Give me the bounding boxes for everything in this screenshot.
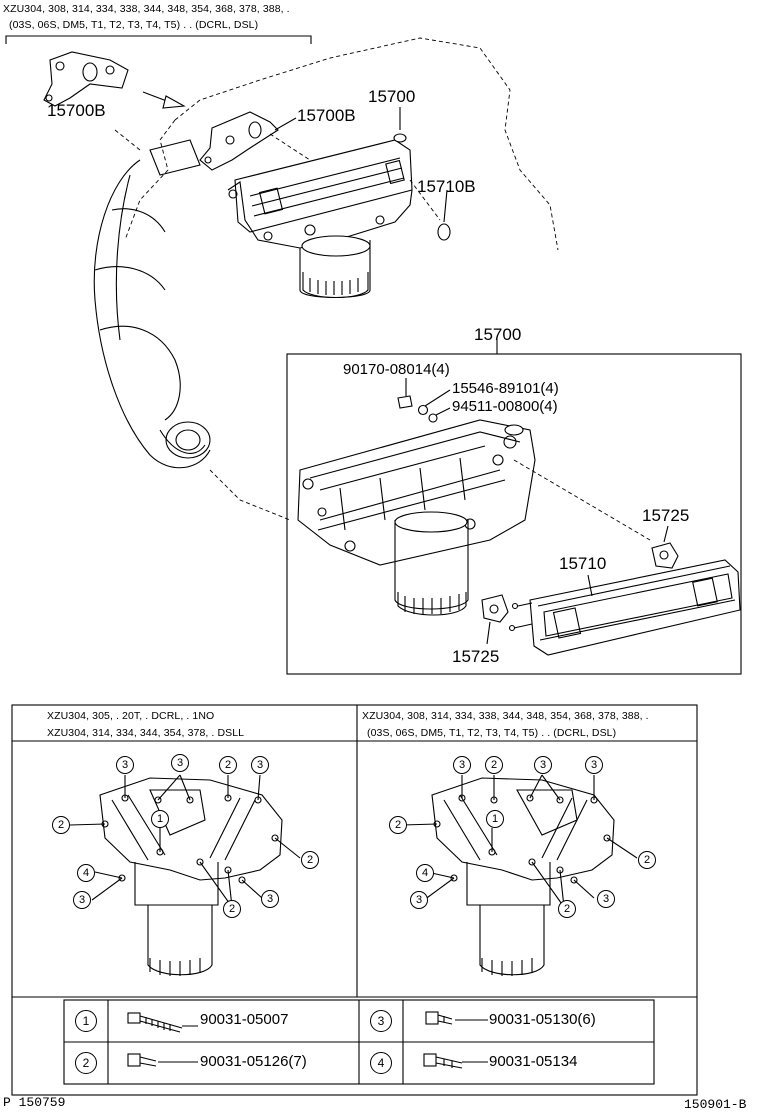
variant-drawing-right: [401, 774, 638, 976]
marker-3: 3: [410, 891, 428, 909]
marker-2: 2: [485, 756, 503, 774]
engine-outline: [93, 37, 559, 521]
callout-15700-top: 15700: [368, 87, 416, 106]
marker-3: 3: [116, 756, 134, 774]
cooler-core-15710: [508, 559, 741, 656]
legend-bolt-2: [127, 1053, 157, 1067]
bracket-15700B-right: [199, 111, 297, 171]
legend-bolt-4: [423, 1053, 463, 1069]
legend-part-1: 90031-05007: [200, 1011, 289, 1028]
marker-3: 3: [597, 890, 615, 908]
footer-figure-code: 150901-B: [684, 1097, 747, 1112]
marker-4: 4: [77, 864, 95, 882]
marker-1: 1: [486, 810, 504, 828]
marker-1: 1: [151, 810, 169, 828]
marker-2: 2: [301, 851, 319, 869]
gasket-15725-lower: [481, 594, 509, 645]
hardware-small: [397, 378, 451, 423]
marker-3: 3: [534, 756, 552, 774]
callout-15700B-left: 15700B: [47, 101, 106, 120]
gasket-15725-upper: [651, 525, 679, 569]
assembly-box: [286, 353, 742, 675]
variant-right-line-1: XZU304, 308, 314, 334, 338, 344, 348, 35…: [362, 710, 649, 722]
oring-15710B: [437, 223, 451, 241]
bracket-15700B-left: [43, 51, 129, 107]
marker-2: 2: [389, 816, 407, 834]
legend-number-4: 4: [370, 1052, 392, 1074]
callout-15710B: 15710B: [417, 177, 476, 196]
header-line-2: (03S, 06S, DM5, T1, T2, T3, T4, T5) . . …: [9, 19, 259, 31]
legend-number-1: 1: [75, 1010, 97, 1032]
legend-leaders: [158, 1019, 488, 1063]
header-bracket: [5, 35, 312, 44]
legend-part-3: 90031-05130(6): [489, 1011, 596, 1028]
arrow-head: [162, 95, 186, 109]
cooler-housing: [297, 419, 651, 616]
marker-2: 2: [638, 851, 656, 869]
marker-3: 3: [251, 756, 269, 774]
variant-left-line-2: XZU304, 314, 334, 344, 354, 378, . DSLL: [47, 727, 245, 739]
marker-3: 3: [453, 756, 471, 774]
legend-part-4: 90031-05134: [489, 1053, 578, 1070]
variant-drawing-left: [69, 774, 301, 976]
marker-4: 4: [416, 864, 434, 882]
callout-90170: 90170-08014(4): [343, 361, 450, 378]
callout-15725-upper: 15725: [642, 506, 690, 525]
variant-table-frame: [11, 704, 698, 1096]
variant-right-line-2: (03S, 06S, DM5, T1, T2, T3, T4, T5) . . …: [367, 727, 617, 739]
marker-3: 3: [261, 890, 279, 908]
marker-2: 2: [223, 900, 241, 918]
marker-2: 2: [219, 756, 237, 774]
header-line-1: XZU304, 308, 314, 334, 338, 344, 348, 35…: [3, 3, 290, 15]
marker-3: 3: [171, 754, 189, 772]
legend-part-2: 90031-05126(7): [200, 1053, 307, 1070]
legend-number-2: 2: [75, 1052, 97, 1074]
callout-15710: 15710: [559, 554, 607, 573]
leader-15710B: [443, 189, 448, 223]
marker-3: 3: [73, 891, 91, 909]
variant-left-line-1: XZU304, 305, . 20T, . DCRL, . 1NO: [47, 710, 215, 722]
callout-15700-box: 15700: [474, 325, 522, 344]
marker-2: 2: [52, 816, 70, 834]
callout-94511: 94511-00800(4): [452, 398, 558, 415]
legend-bolt-3: [425, 1011, 453, 1025]
marker-2: 2: [558, 900, 576, 918]
callout-15700B-right: 15700B: [297, 106, 356, 125]
oil-cooler-on-engine: [227, 133, 441, 299]
marker-3: 3: [585, 756, 603, 774]
callout-15546: 15546-89101(4): [452, 380, 559, 397]
legend-number-3: 3: [370, 1010, 392, 1032]
legend-bolt-1: [127, 1012, 183, 1033]
callout-15725-lower: 15725: [452, 647, 500, 666]
footer-page-code: P 150759: [3, 1095, 66, 1110]
